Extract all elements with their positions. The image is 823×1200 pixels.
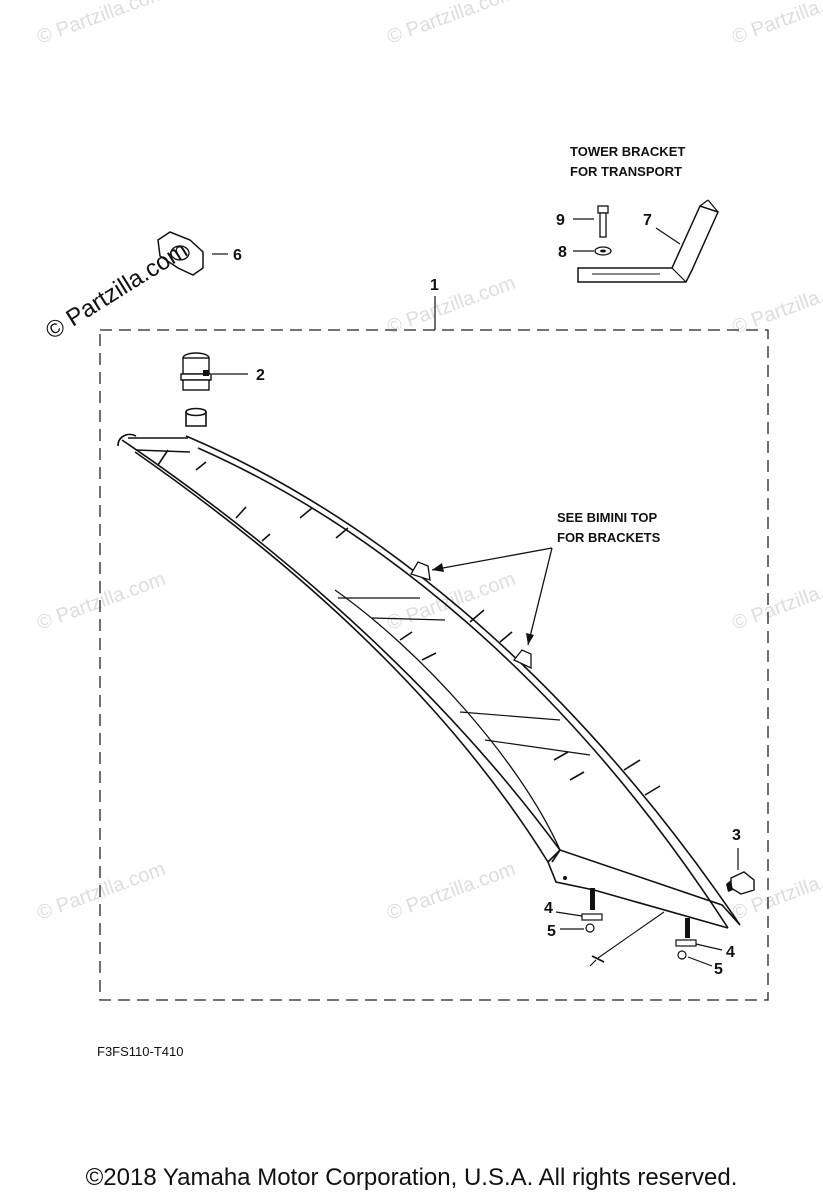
watermark: © Partzilla.com: [34, 858, 168, 925]
callout-4-left: 4: [544, 900, 553, 917]
watermark: © Partzilla.com: [41, 236, 192, 345]
tower-arch: [117, 407, 741, 929]
callout-4-right: 4: [726, 944, 735, 961]
watermark: © Partzilla.com: [729, 568, 823, 635]
watermark: © Partzilla.com: [729, 272, 823, 339]
watermark: © Partzilla.com: [384, 858, 518, 925]
copyright-notice: ©2018 Yamaha Motor Corporation, U.S.A. A…: [85, 1164, 738, 1191]
tower-bracket-note-line-2: FOR TRANSPORT: [570, 164, 682, 179]
bimini-brackets: [410, 547, 553, 670]
part-9-bolt: [573, 205, 609, 238]
watermark: © Partzilla.com: [384, 0, 518, 49]
tower-bracket-note-line-1: TOWER BRACKET: [570, 144, 685, 159]
callout-7: 7: [643, 212, 652, 229]
tie-rod: [589, 911, 665, 967]
part-3-knob: [726, 848, 755, 895]
watermark: © Partzilla.com: [34, 0, 168, 49]
callout-3: 3: [732, 827, 741, 844]
callout-5-left: 5: [547, 923, 556, 940]
callout-6: 6: [233, 247, 242, 264]
assembly-boundary: [99, 329, 769, 1001]
part-6-clip: [157, 231, 228, 276]
callout-2: 2: [256, 367, 265, 384]
diagram-code: F3FS110-T410: [97, 1044, 183, 1059]
right-foot-hardware: [675, 918, 723, 967]
left-foot-hardware: [555, 888, 603, 933]
callout-5-right: 5: [714, 961, 723, 978]
callout-8: 8: [558, 244, 567, 261]
callout-1: 1: [430, 277, 439, 294]
bimini-note-line-1: SEE BIMINI TOP: [557, 510, 657, 525]
watermark: © Partzilla.com: [729, 0, 823, 49]
part-7-tower-bracket: [577, 199, 720, 283]
part-2-tower-mount: [180, 352, 248, 391]
callout-9: 9: [556, 212, 565, 229]
watermark: © Partzilla.com: [384, 272, 518, 339]
watermark: © Partzilla.com: [34, 568, 168, 635]
watermarks: © Partzilla.com © Partzilla.com © Partzi…: [34, 0, 823, 925]
bimini-note-line-2: FOR BRACKETS: [557, 530, 661, 545]
part-8-washer: [573, 246, 612, 256]
